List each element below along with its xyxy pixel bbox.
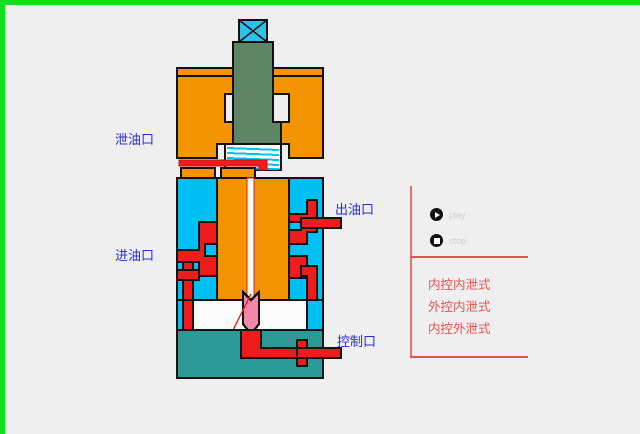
stop-button[interactable]: stop [430,234,466,247]
frame-top-border [0,0,640,5]
frame-left-border [0,0,5,434]
outlet-port-channel [299,216,343,230]
inlet-riser-lower [181,298,195,332]
option-external-control-internal-drain[interactable]: 外控内泄式 [428,300,491,314]
inlet-channel-left [175,220,219,278]
play-button-label: play [449,209,466,220]
panel-divider-middle [410,256,528,258]
pilot-poppet-needle [232,293,252,331]
cap-flange-left [175,66,235,78]
port-label-inlet: 进油口 [115,248,155,263]
play-icon [430,208,443,221]
valve-cross-section [155,18,365,380]
inlet-feed-left [175,268,201,282]
port-label-control: 控制口 [337,334,377,349]
port-label-drain: 泄油口 [115,132,155,147]
panel-vertical-rule [410,186,412,358]
option-internal-control-external-drain[interactable]: 内控外泄式 [428,322,491,336]
drain-gap-left [179,166,217,180]
control-panel: play stop 内控内泄式 外控内泄式 内控外泄式 [410,186,530,358]
drain-channel [178,159,268,171]
option-internal-control-internal-drain[interactable]: 内控内泄式 [428,278,491,292]
valve-cap-body [175,66,235,160]
spool-pilot-bore [246,177,255,301]
cap-flange-right [271,66,325,78]
panel-divider-bottom [410,356,528,358]
drain-gap-right [219,166,257,180]
port-label-outlet: 出油口 [335,202,375,217]
control-port-outlet [295,346,343,360]
stop-icon [430,234,443,247]
stop-button-label: stop [449,235,467,246]
control-channel [239,328,309,368]
pilot-chamber-right-fluid [305,298,325,332]
play-button[interactable]: play [430,208,466,221]
